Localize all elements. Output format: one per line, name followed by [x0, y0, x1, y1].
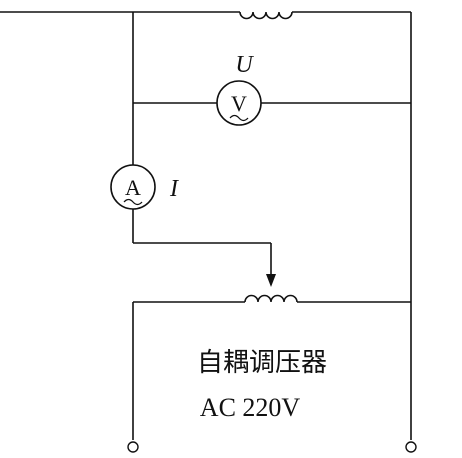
left-branch-wire — [132, 12, 272, 275]
autotransformer-coil-icon — [244, 294, 298, 303]
voltage-label: U — [235, 52, 254, 78]
autotransformer-label: 自耦调压器 — [197, 348, 327, 378]
ammeter: A — [110, 164, 156, 210]
wiper-arrow-icon — [266, 274, 276, 287]
supply-voltage-label: AC 220V — [200, 393, 301, 422]
voltmeter-symbol: V — [231, 91, 247, 116]
ac-tilde-icon — [229, 114, 249, 122]
voltmeter: V — [216, 80, 262, 126]
load-coil — [239, 11, 293, 20]
left-terminal — [127, 441, 139, 453]
right-terminal — [405, 441, 417, 453]
ac-tilde-icon — [123, 198, 143, 206]
ammeter-symbol: A — [125, 175, 141, 200]
current-label: I — [169, 176, 179, 202]
autotransformer-wire — [132, 301, 411, 440]
